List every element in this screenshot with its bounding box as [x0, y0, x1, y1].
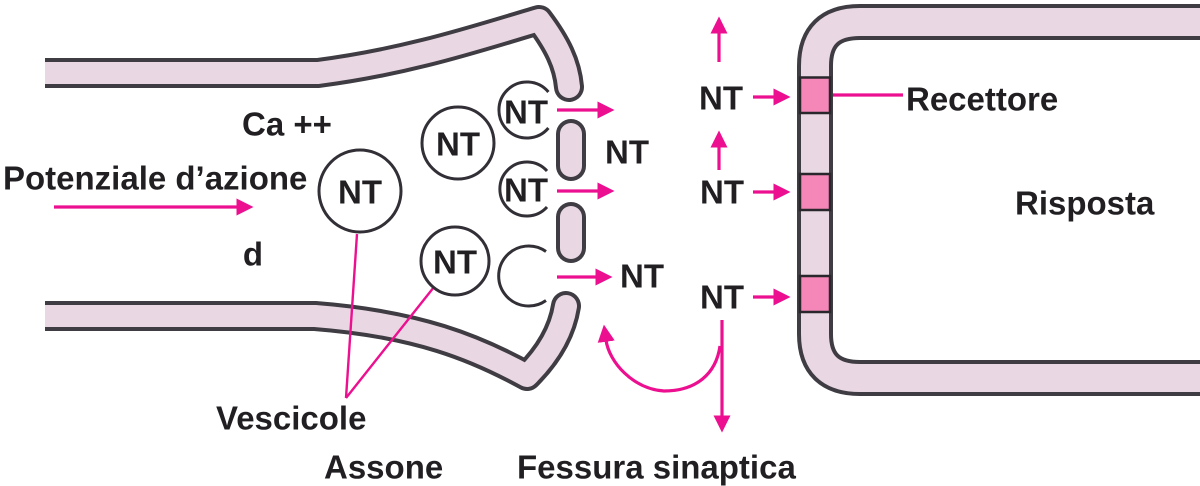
- vesicle-pointer-line-2: [345, 286, 435, 399]
- nt-label-vesicle-2: NT: [436, 126, 480, 163]
- nt-label-fused-1: NT: [504, 94, 548, 131]
- receptor-block-2: [798, 172, 832, 212]
- nt-label-cleft-1: NT: [605, 134, 649, 171]
- receptor-block-1: [798, 76, 832, 115]
- axon-membrane-top: [34, 9, 580, 98]
- vesicles: [317, 105, 496, 297]
- nt-label-fused-2: NT: [504, 172, 548, 209]
- axon-membrane-bottom-fill: [34, 295, 577, 387]
- calcium-label: Ca ++: [242, 106, 332, 143]
- labels: Potenziale d’azione Ca ++ d NT NT NT NT …: [3, 80, 1155, 486]
- vesicle-pointer-line-1: [344, 233, 359, 399]
- response-label: Risposta: [1015, 185, 1155, 222]
- fused-vesicle-1: [497, 80, 550, 140]
- nt-label-vesicle-1: NT: [338, 174, 382, 211]
- reuptake-curved-arrow: [597, 324, 722, 393]
- nt-label-column-2: NT: [700, 174, 744, 211]
- fused-vesicle-3: [497, 244, 547, 308]
- vesicle-circle-3: [419, 225, 491, 297]
- synaptic-cleft-label: Fessura sinaptica: [517, 449, 796, 486]
- nt-label-column-3: NT: [700, 279, 744, 316]
- presynaptic-membrane: [14, 5, 586, 391]
- nt-label-column-1: NT: [699, 80, 743, 117]
- vesicle-circle-2: [420, 105, 496, 181]
- d-label: d: [243, 236, 263, 273]
- receptor-block-3: [798, 274, 832, 314]
- fused-vesicles: [497, 80, 550, 308]
- postsynaptic-membrane: [797, 4, 1200, 396]
- vesicles-label: Vescicole: [216, 400, 366, 437]
- nt-label-vesicle-3: NT: [433, 244, 477, 281]
- axon-left-end-top: [14, 50, 45, 96]
- vesicle-circle-1: [317, 148, 403, 234]
- axon-left-end-bottom: [14, 293, 45, 339]
- axon-label: Assone: [324, 449, 443, 486]
- fused-vesicle-2: [498, 160, 549, 218]
- receptor-label: Recettore: [906, 81, 1058, 118]
- action-potential-label: Potenziale d’azione: [3, 160, 307, 197]
- nt-label-cleft-2: NT: [620, 258, 664, 295]
- arrows: [54, 16, 903, 433]
